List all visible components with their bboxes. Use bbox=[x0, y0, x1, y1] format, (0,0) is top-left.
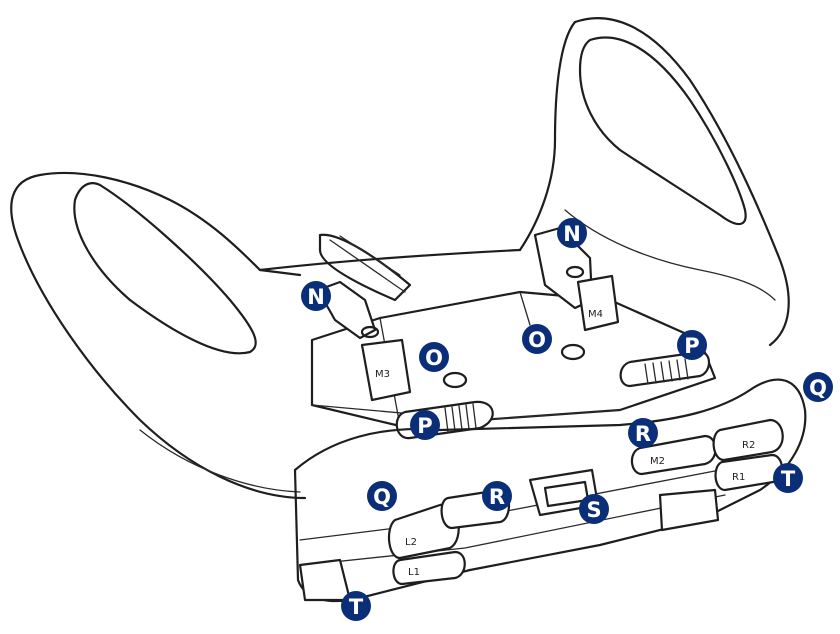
callout-t-left: T bbox=[341, 591, 371, 621]
svg-text:O: O bbox=[425, 346, 443, 370]
m4-label: M4 bbox=[588, 309, 603, 320]
r1-trigger bbox=[714, 453, 783, 492]
center-plate bbox=[310, 290, 717, 428]
l1-trigger bbox=[392, 550, 466, 586]
callout-o-right: O bbox=[522, 324, 552, 354]
callout-r-left: R bbox=[482, 481, 512, 511]
top-edge bbox=[258, 248, 522, 272]
r2-trigger bbox=[712, 418, 784, 462]
callout-n-right: N bbox=[557, 218, 587, 248]
l1-label: L1 bbox=[408, 567, 420, 578]
callout-q-right: Q bbox=[803, 372, 833, 402]
m2-paddle bbox=[630, 434, 717, 476]
right-slider bbox=[619, 350, 711, 388]
svg-text:Q: Q bbox=[373, 485, 391, 509]
svg-text:S: S bbox=[586, 498, 601, 522]
callout-p-right: P bbox=[677, 330, 707, 360]
r2-label: R2 bbox=[742, 440, 755, 451]
svg-text:Q: Q bbox=[809, 376, 827, 400]
m3-switch bbox=[360, 338, 412, 402]
callout-t-right: T bbox=[773, 463, 803, 493]
r1-label: R1 bbox=[732, 472, 745, 483]
svg-text:P: P bbox=[684, 334, 699, 358]
svg-text:O: O bbox=[528, 328, 546, 352]
left-grip bbox=[10, 171, 307, 500]
right-grip-inner bbox=[578, 36, 747, 226]
m3-label: M3 bbox=[375, 369, 390, 380]
m2-label: M2 bbox=[650, 456, 665, 467]
callout-r-right: R bbox=[628, 418, 658, 448]
callout-s-center: S bbox=[579, 494, 609, 524]
callout-o-left: O bbox=[419, 342, 449, 372]
callout-p-left: P bbox=[410, 410, 440, 440]
left-grip-inner bbox=[73, 182, 257, 355]
callout-n-left: N bbox=[301, 281, 331, 311]
svg-text:N: N bbox=[563, 222, 581, 246]
m4-switch bbox=[576, 274, 620, 332]
right-grip bbox=[573, 17, 790, 347]
l2-label: L2 bbox=[405, 537, 417, 548]
svg-text:P: P bbox=[417, 414, 432, 438]
svg-text:T: T bbox=[781, 467, 796, 491]
svg-text:R: R bbox=[489, 485, 505, 509]
m3-paddle bbox=[316, 280, 377, 340]
svg-text:N: N bbox=[307, 285, 325, 309]
svg-text:R: R bbox=[635, 422, 651, 446]
svg-text:T: T bbox=[349, 595, 364, 619]
callout-q-left: Q bbox=[367, 481, 397, 511]
